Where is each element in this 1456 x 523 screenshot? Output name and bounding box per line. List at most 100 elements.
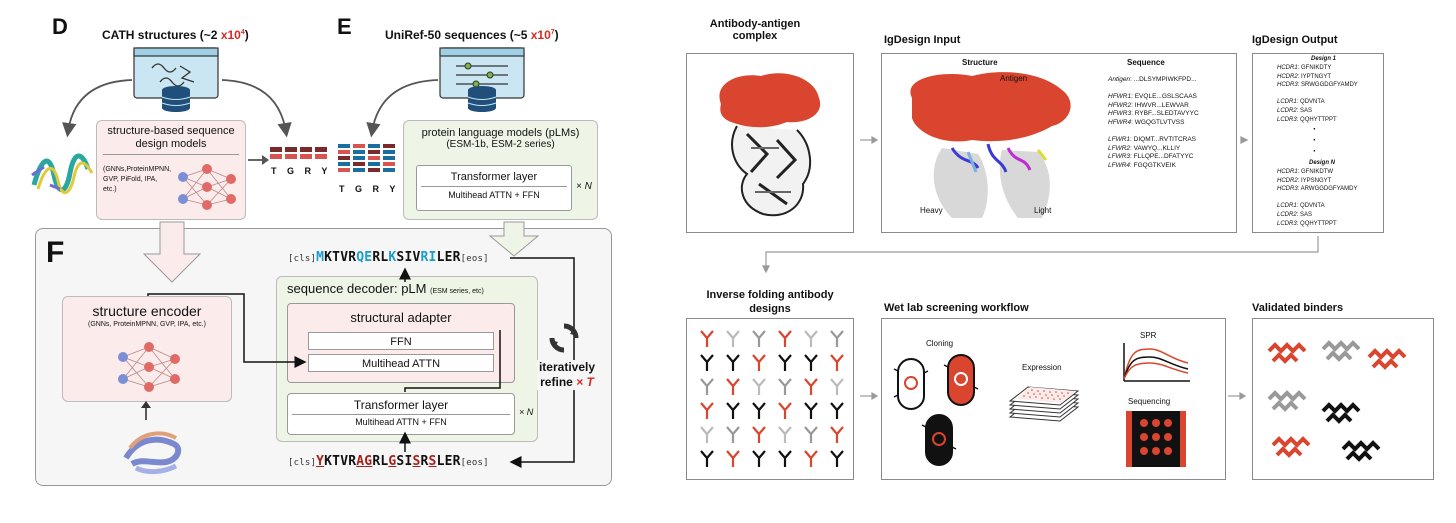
hollow-arrow-right bbox=[488, 221, 540, 257]
structure-label: Structure bbox=[962, 58, 998, 67]
sequence-residue: L bbox=[380, 454, 389, 469]
input-sequence-list: Antigen: ...DLSYMPIWKFPD... HFWR1: EVQLE… bbox=[1108, 76, 1199, 171]
cloning-cells-icon bbox=[893, 354, 979, 466]
antibody-icon bbox=[752, 450, 766, 467]
sequence-residue: I bbox=[404, 250, 413, 265]
antibody-icon bbox=[830, 426, 844, 443]
sequence-line: LCDR1: QDVNTA bbox=[1277, 99, 1325, 106]
sequence-line: HCDR1: GFNIKDTY bbox=[1277, 65, 1332, 71]
plm-transformer-block: Transformer layer Multihead ATTN + FFN bbox=[416, 165, 572, 211]
sequence-residue: R bbox=[372, 454, 381, 469]
antibody-icon bbox=[778, 354, 792, 371]
input-title: IgDesign Input bbox=[884, 34, 961, 46]
hollow-arrow-left bbox=[142, 221, 202, 283]
sequence-residue: E bbox=[364, 250, 373, 265]
decoder-transformer-block: Transformer layer Multihead ATTN + FFN bbox=[287, 393, 515, 435]
sequence-residue: V bbox=[412, 250, 421, 265]
antibody-icon bbox=[726, 402, 740, 419]
antibody-icon bbox=[752, 330, 766, 347]
antibody-icon bbox=[830, 330, 844, 347]
sequence-label: Sequence bbox=[1127, 58, 1165, 67]
antibody-icon bbox=[804, 426, 818, 443]
sequence-residue: T bbox=[332, 454, 341, 469]
decoder-mha-ffn-label: Multihead ATTN + FFN bbox=[355, 417, 447, 427]
adapter-mha: Multihead ATTN bbox=[308, 354, 494, 372]
design-n-label: Design N bbox=[1309, 160, 1336, 166]
sequence-line: LFWR1: DIQMT...RVTITCRAS bbox=[1108, 136, 1196, 144]
protein-helix-icon bbox=[31, 153, 94, 194]
sequence-line: LFWR2: VAWYQ...KLLIY bbox=[1108, 144, 1181, 152]
antibody-icon bbox=[726, 426, 740, 443]
antibody-antigen-structure-icon bbox=[719, 73, 821, 217]
arrow-to-tgry bbox=[248, 155, 269, 165]
output-sequence: [cls]MKTVRQERLKSIVRILER[eos] bbox=[288, 250, 489, 265]
antibody-icon bbox=[778, 450, 792, 467]
panel-label-f: F bbox=[46, 236, 65, 269]
sequence-residue: R bbox=[348, 250, 357, 265]
antibody-icon bbox=[830, 378, 844, 395]
sequence-residue: L bbox=[436, 454, 445, 469]
sequence-line: LCDR2: SAS bbox=[1277, 107, 1313, 114]
wetlab-panel: Cloning Expression bbox=[881, 318, 1226, 480]
decoder-title: sequence decoder: pLM (ESM series, etc) bbox=[287, 281, 484, 296]
sequencing-label: Sequencing bbox=[1128, 397, 1171, 406]
sequence-residue: G bbox=[388, 454, 397, 469]
sequence-residue: I bbox=[428, 250, 437, 265]
antibody-design-grid bbox=[700, 330, 844, 467]
binder-icon bbox=[1341, 440, 1381, 462]
binder-icon bbox=[1321, 402, 1361, 424]
sequence-residue: E bbox=[444, 454, 453, 469]
sequence-residue: L bbox=[436, 250, 445, 265]
iterative-refine-label: iteratively refine × T bbox=[537, 360, 597, 390]
encoder-subtitle: (GNNs, ProteinMPNN, GVP, IPA, etc.) bbox=[88, 321, 206, 328]
plm-subtitle: (ESM-1b, ESM-2 series) bbox=[446, 139, 555, 150]
output-title: IgDesign Output bbox=[1252, 34, 1338, 46]
token-stack-icon bbox=[270, 147, 327, 159]
sequence-residue: K bbox=[388, 250, 397, 265]
decoder-times-n: × N bbox=[519, 407, 534, 417]
sequence-line: HCDR3: SRWGGDGFYAMDY bbox=[1277, 82, 1358, 89]
antibody-icon bbox=[804, 402, 818, 419]
antibody-icon bbox=[726, 378, 740, 395]
sequence-residue: S bbox=[396, 454, 405, 469]
neural-network-icon bbox=[178, 164, 236, 210]
sequence-line: HFWR3: RYBF...SLEDTAVYYC bbox=[1108, 110, 1199, 118]
sequencing-plate-icon bbox=[1126, 411, 1186, 467]
input-structure-icon bbox=[910, 72, 1071, 218]
antibody-icon bbox=[778, 378, 792, 395]
validated-binders-icon bbox=[1267, 340, 1407, 462]
spr-label: SPR bbox=[1140, 331, 1157, 340]
sequence-residue: M bbox=[316, 250, 325, 265]
sequence-residue: Q bbox=[356, 250, 365, 265]
structural-adapter-box: structural adapter FFN Multihead ATTN bbox=[287, 303, 515, 383]
sequence-line: LCDR3: QQHYTTPPT bbox=[1277, 116, 1337, 123]
sequence-residue: L bbox=[380, 250, 389, 265]
antibody-icon bbox=[700, 354, 714, 371]
sequence-line: LCDR3: QQHYTTPPT bbox=[1277, 220, 1337, 227]
inverse-folding-title: Inverse folding antibody designs bbox=[706, 289, 834, 315]
antibody-icon bbox=[804, 378, 818, 395]
binder-icon bbox=[1267, 342, 1307, 364]
antibody-icon bbox=[752, 378, 766, 395]
plm-title: protein language models (pLMs) bbox=[421, 127, 580, 139]
sequence-residue: R bbox=[420, 454, 429, 469]
sequence-residue: S bbox=[396, 250, 405, 265]
sequence-residue: R bbox=[372, 250, 381, 265]
sequence-residue: S bbox=[412, 454, 421, 469]
cath-database-icon bbox=[133, 47, 219, 112]
spr-curves-icon bbox=[1123, 343, 1190, 382]
complex-title: Antibody-antigen complex bbox=[709, 18, 801, 42]
igdesign-input-panel: Structure Sequence Antigen Heavy Light A… bbox=[881, 53, 1237, 233]
sequence-residue: K bbox=[324, 454, 333, 469]
antibody-icon bbox=[830, 354, 844, 371]
ellipsis-dots: ··· bbox=[1313, 124, 1317, 157]
antibody-icon bbox=[752, 354, 766, 371]
binder-icon bbox=[1271, 436, 1311, 458]
plm-times-n: × N bbox=[576, 181, 592, 192]
plm-transformer-label: Transformer layer bbox=[450, 171, 538, 183]
decoder-transformer-label: Transformer layer bbox=[353, 398, 449, 412]
sbsd-title: structure-based sequence design models bbox=[107, 125, 235, 150]
light-label: Light bbox=[1034, 206, 1052, 215]
antibody-icon bbox=[700, 330, 714, 347]
